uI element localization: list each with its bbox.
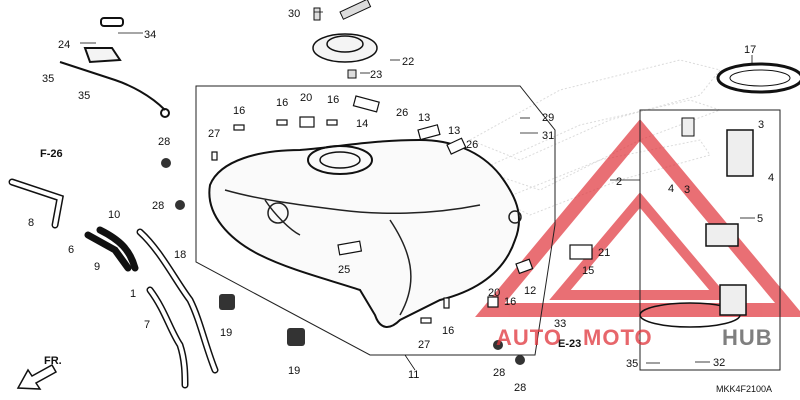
rubber-pads: [211, 95, 593, 324]
part-label: 27: [208, 128, 220, 140]
part-label: 17: [744, 44, 756, 56]
automotohub-watermark: AUTO MOTO HUB: [496, 325, 773, 350]
part-label: 30: [288, 8, 300, 20]
part-label: 23: [370, 69, 382, 81]
fuel-pump-assembly: [639, 117, 754, 328]
part-label: 31: [542, 130, 554, 142]
tank-group-frame: [195, 85, 556, 356]
part-label: 20: [300, 92, 312, 104]
part-label: 32: [713, 357, 725, 369]
part-label: 8: [28, 217, 34, 229]
part-label: 33: [554, 318, 566, 330]
drawing-code: MKK4F2100A: [716, 384, 772, 394]
part-label: 13: [418, 112, 430, 124]
part-label: 2: [616, 176, 622, 188]
part-label: 28: [152, 200, 164, 212]
part-label: 28: [158, 136, 170, 148]
part-label: 15: [582, 265, 594, 277]
part-label: 24: [58, 39, 70, 51]
ref-e23-label: E-23: [558, 338, 581, 350]
part-label: 16: [233, 105, 245, 117]
fuel-cap: [312, 0, 378, 79]
part-label: 16: [442, 325, 454, 337]
honda-wing-watermark: [468, 59, 722, 216]
front-indicator-label: FR.: [44, 355, 62, 367]
part-label: 5: [757, 213, 763, 225]
watermark-auto: AUTO: [496, 325, 562, 350]
part-label: 4: [668, 183, 674, 195]
fuel-pump-group-frame: [639, 109, 781, 371]
part-label: 26: [396, 107, 408, 119]
part-label: 1: [130, 288, 136, 300]
part-callouts: 34 24 35 35 30 23 22 17 16 20 16 27 16 1…: [28, 8, 774, 394]
part-label: 10: [108, 209, 120, 221]
hose-inner: [10, 180, 217, 387]
fuel-tank: [208, 138, 522, 328]
part-label: 25: [338, 264, 350, 276]
part-label: 7: [144, 319, 150, 331]
part-label: 16: [504, 296, 516, 308]
part-label: 9: [94, 261, 100, 273]
part-label: 26: [466, 139, 478, 151]
part-label: 6: [68, 244, 74, 256]
part-label: 3: [758, 119, 764, 131]
part-label: 21: [598, 247, 610, 259]
watermark-hub: HUB: [722, 325, 773, 350]
leader-lines: [80, 11, 755, 371]
part-label: 4: [768, 172, 774, 184]
part-label: 22: [402, 56, 414, 68]
watermark-moto: MOTO: [583, 325, 653, 350]
part-label: 12: [524, 285, 536, 297]
part-label: 16: [327, 94, 339, 106]
seal-ring: [716, 62, 800, 94]
part-label: 35: [78, 90, 90, 102]
part-label: 14: [356, 118, 368, 130]
part-label: 16: [276, 97, 288, 109]
part-label: 13: [448, 125, 460, 137]
part-label: 27: [418, 339, 430, 351]
part-label: 11: [408, 369, 419, 381]
breather-tube: [59, 17, 170, 118]
part-label: 28: [493, 367, 505, 379]
front-arrow-icon: [16, 363, 58, 390]
part-label: 20: [488, 287, 500, 299]
part-label: 19: [220, 327, 232, 339]
part-label: 35: [42, 73, 54, 85]
grommets: [161, 158, 525, 365]
part-label: 3: [684, 184, 690, 196]
part-label: 19: [288, 365, 300, 377]
part-label: 34: [144, 29, 156, 41]
part-label: 29: [542, 112, 554, 124]
part-label: 28: [514, 382, 526, 394]
part-label: 35: [626, 358, 638, 370]
ref-f26-label: F-26: [40, 148, 63, 160]
part-label: 18: [174, 249, 186, 261]
